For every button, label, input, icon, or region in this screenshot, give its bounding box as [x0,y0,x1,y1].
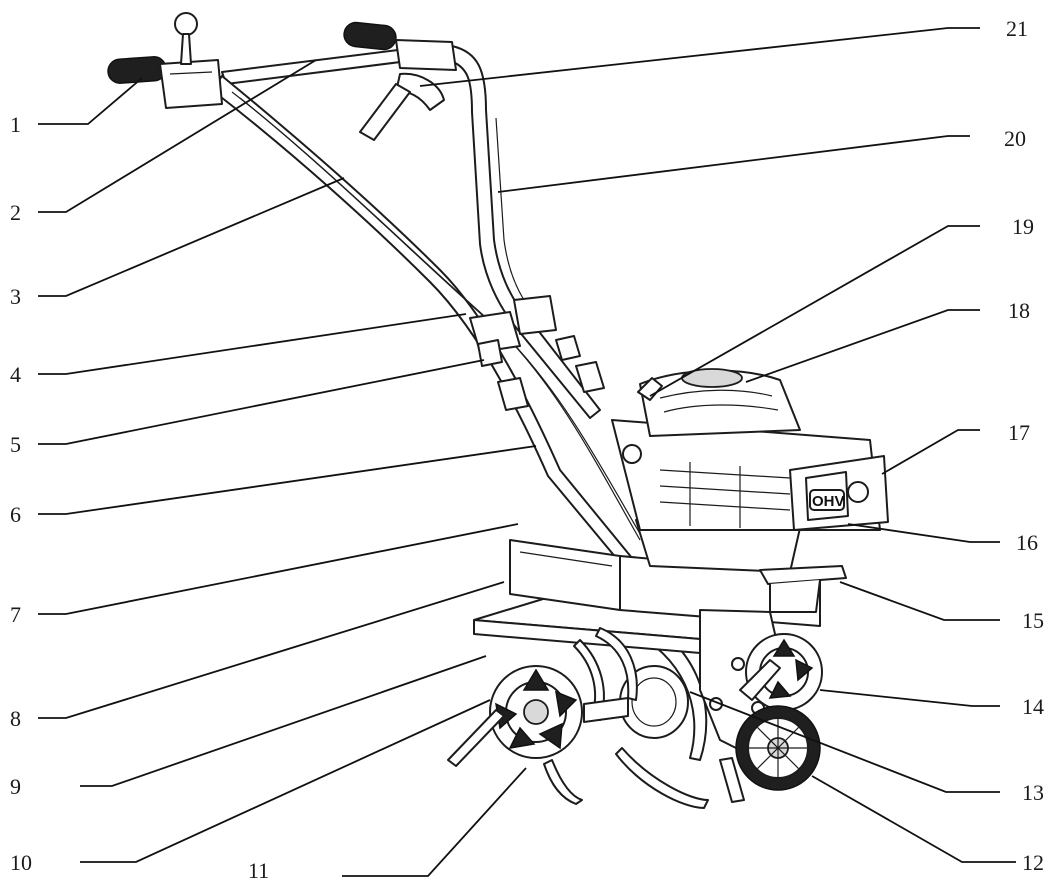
leader-4 [38,313,467,375]
leader-9 [80,655,487,787]
callout-7: 7 [10,602,21,627]
callout-15: 15 [1022,608,1044,633]
callout-18: 18 [1008,298,1030,323]
left-grip [107,12,223,109]
callout-14: 14 [1022,694,1044,719]
leader-14 [819,689,1000,707]
leader-10 [80,699,491,863]
callout-19: 19 [1012,214,1034,239]
callout-2: 2 [10,200,21,225]
callout-8: 8 [10,706,21,731]
callout-1: 1 [10,112,21,137]
leader-20 [497,135,970,193]
callout-4: 4 [10,362,21,387]
leader-21 [419,27,980,87]
leader-7 [38,523,519,615]
leader-18 [745,309,980,383]
callout-13: 13 [1022,780,1044,805]
callout-11: 11 [248,858,269,883]
leader-12 [811,775,1016,863]
callout-numbers: 1 2 3 4 5 6 7 8 9 10 11 12 13 14 15 16 1… [10,16,1044,883]
front-bumper [759,565,847,613]
left-tine-disc [447,639,629,805]
callout-16: 16 [1016,530,1038,555]
callout-5: 5 [10,432,21,457]
leader-3 [38,177,345,297]
leader-1 [38,77,143,125]
callout-21: 21 [1006,16,1028,41]
leader-19 [649,225,980,397]
tiller-illustration: OHV [107,12,889,809]
handlebar-assembly [211,45,647,566]
right-grip [343,21,457,141]
leader-17 [881,429,980,475]
callout-6: 6 [10,502,21,527]
callout-12: 12 [1022,850,1044,875]
callout-9: 9 [10,774,21,799]
callout-17: 17 [1008,420,1030,445]
leader-16 [847,523,1000,543]
callout-3: 3 [10,284,21,309]
leader-11 [342,767,527,877]
leader-lines [38,27,1016,877]
callout-20: 20 [1004,126,1026,151]
front-tines [595,627,709,809]
leader-8 [38,581,505,719]
leader-15 [839,581,1000,621]
engine-badge-text: OHV [812,493,845,510]
leader-13 [689,691,1000,793]
leader-6 [38,445,537,515]
leader-2 [38,59,317,213]
engine: OHV [611,368,889,573]
leader-5 [38,359,485,445]
callout-10: 10 [10,850,32,875]
right-tine-disc [745,633,823,711]
